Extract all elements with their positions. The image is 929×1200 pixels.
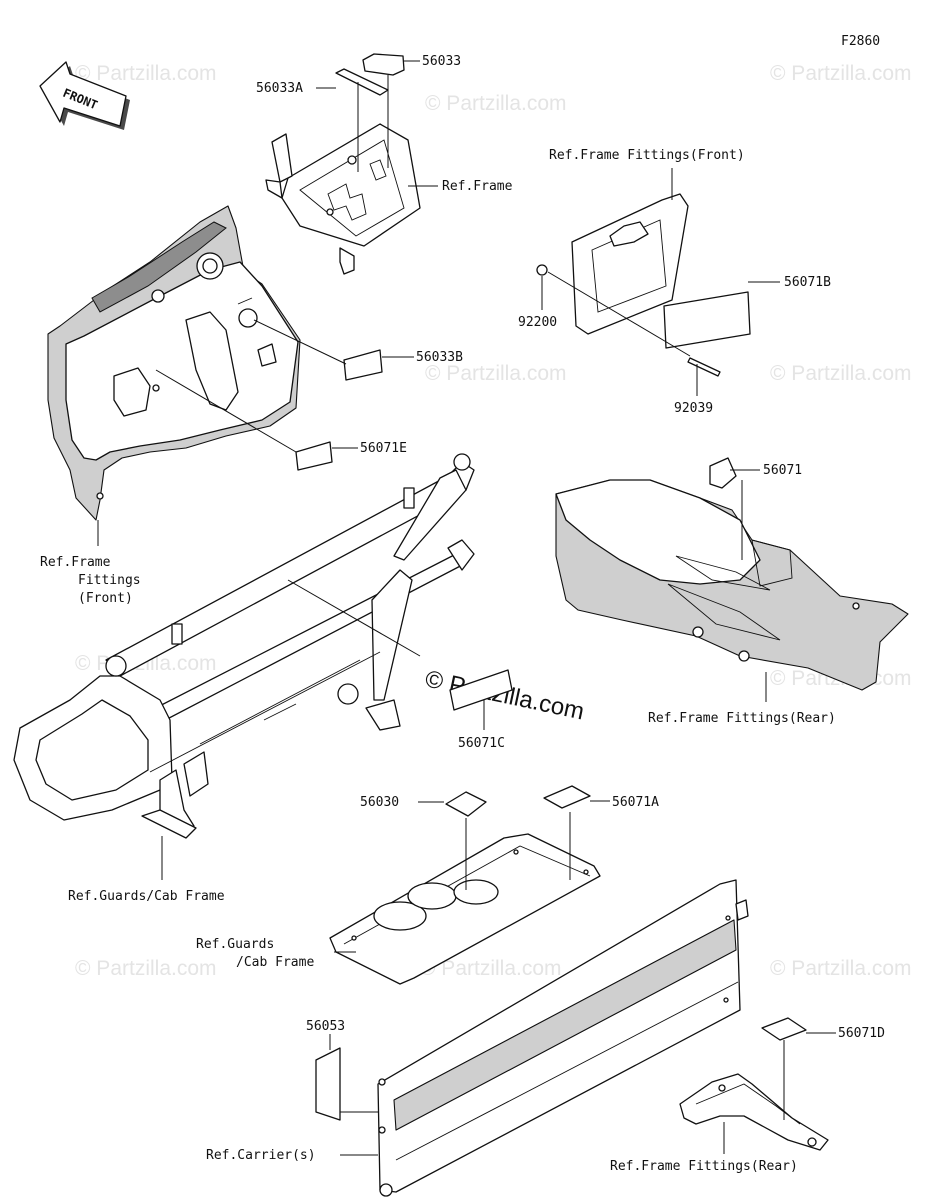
ref-label-guards-cab-frame-2: Ref.Guards [196,937,274,952]
carrier-group [315,879,749,1197]
part-label-92200: 92200 [518,315,557,330]
watermark: © Partzilla.com [420,957,562,980]
sticker-56053 [315,1047,341,1121]
rear-bracket-group [679,1017,836,1154]
sticker-56071C [449,669,513,711]
ref-label-guards-cab-frame-2: /Cab Frame [236,955,314,970]
sticker-56071 [709,457,737,489]
ref-label-frame: Ref.Frame [442,179,513,194]
watermark: © Partzilla.com [75,957,217,980]
part-label-56033A: 56033A [256,81,303,96]
sticker-56030 [445,791,487,817]
rear-bracket [679,1073,829,1151]
part-label-56071E: 56071E [360,441,407,456]
part-label-56030: 56030 [360,795,399,810]
part-label-56033B: 56033B [416,350,463,365]
sticker-56033B [343,349,383,381]
front-fittings-group [536,168,780,396]
part-label-56071B: 56071B [784,275,831,290]
watermark-layer: © Partzilla.com © Partzilla.com © Partzi… [75,62,912,980]
guard-frame-group [13,453,475,880]
floor-board-group [329,785,610,985]
front-direction-arrow: FRONT [39,61,130,130]
ref-label-carriers: Ref.Carrier(s) [206,1148,316,1163]
ref-label-frame-fittings-front-top: Ref.Frame Fittings(Front) [549,148,745,163]
bolt-92200 [536,264,548,276]
frame-fitting-front [571,193,689,335]
part-label-56071A: 56071A [612,795,659,810]
watermark: © Partzilla.com [425,362,567,385]
ref-label-frame-fittings-front-left: Ref.Frame [40,555,111,570]
ref-label-guards-cab-frame-1: Ref.Guards/Cab Frame [68,889,225,904]
part-label-92039: 92039 [674,401,713,416]
sticker-56071B [663,291,751,349]
part-label-56071D: 56071D [838,1026,885,1041]
part-label-56071: 56071 [763,463,802,478]
frame-plate [281,123,421,247]
upper-frame-plate-group [265,53,438,275]
sticker-56033 [362,53,405,76]
shifter-slot [185,311,239,411]
part-label-56053: 56053 [306,1019,345,1034]
pin-92039 [687,357,721,377]
front-panel-group [47,205,414,546]
part-label-56071C: 56071C [458,736,505,751]
ref-label-frame-fittings-front-left: Fittings [78,573,141,588]
ref-label-frame-fittings-rear-bottom: Ref.Frame Fittings(Rear) [610,1159,798,1174]
figure-code: F2860 [841,34,880,49]
sticker-56071C-group [449,669,513,730]
watermark: © Partzilla.com [770,362,912,385]
watermark: © Partzilla.com [770,957,912,980]
part-label-56033: 56033 [422,54,461,69]
watermark: © Partzilla.com [425,92,567,115]
rear-fitting-group [555,457,909,702]
ref-label-frame-fittings-rear-mid: Ref.Frame Fittings(Rear) [648,711,836,726]
watermark: © Partzilla.com [770,62,912,85]
sticker-56071D [761,1017,807,1041]
floor-board [329,833,601,985]
sticker-56071E [295,441,333,471]
ref-label-frame-fittings-front-left: (Front) [78,591,133,606]
sticker-56071A [543,785,591,809]
watermark: © Partzilla.com [75,62,217,85]
